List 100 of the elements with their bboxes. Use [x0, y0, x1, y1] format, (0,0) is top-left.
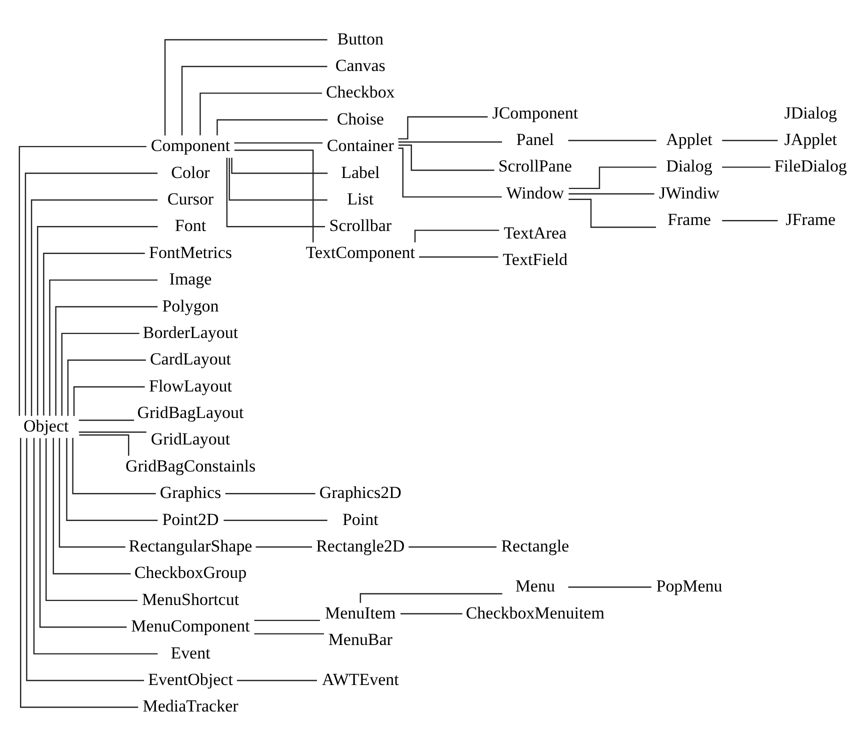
node-text: RectangularShape: [128, 536, 252, 556]
node-text: List: [347, 188, 374, 208]
connector: [66, 438, 158, 520]
node-text: CheckboxMenuitem: [466, 602, 604, 622]
node-text: Window: [506, 182, 564, 202]
connector: [236, 679, 317, 681]
node-text: Checkbox: [326, 82, 395, 102]
node-text: Graphics2D: [319, 482, 402, 502]
node-text: GridBagLayout: [137, 402, 244, 422]
node-text: Canvas: [335, 55, 386, 74]
connector: [398, 144, 494, 170]
connector: [24, 172, 158, 416]
connector: [61, 332, 140, 416]
connector: [722, 139, 778, 141]
node-text: Color: [171, 162, 210, 182]
node-text: GridLayout: [150, 429, 230, 448]
connector: [200, 92, 322, 135]
node-text: Dialog: [666, 156, 712, 176]
node-text: MenuShortcut: [142, 589, 240, 608]
connector: [164, 38, 328, 136]
node-text: CardLayout: [150, 349, 232, 368]
connector: [234, 142, 323, 144]
node-text: Rectangle2D: [316, 536, 405, 556]
node-text: Frame: [668, 210, 711, 229]
node-text: JApplet: [784, 129, 838, 148]
node-text: Graphics: [160, 482, 222, 502]
connector: [568, 139, 656, 141]
node-text: Container: [326, 136, 394, 155]
connector: [45, 438, 138, 601]
node-text: Button: [337, 28, 384, 48]
node-text: Image: [169, 269, 212, 288]
node-text: Rectangle: [501, 536, 570, 556]
connector: [79, 434, 130, 456]
connector: [256, 546, 312, 548]
node-text: JComponent: [492, 102, 578, 122]
connector: [224, 519, 328, 520]
connector: [568, 198, 656, 228]
node-text: EventObject: [148, 670, 233, 689]
connector: [20, 437, 138, 708]
node-text: JFrame: [786, 210, 836, 229]
node-text: FontMetrics: [149, 242, 232, 262]
connector: [408, 546, 496, 548]
node-text: TextArea: [504, 222, 567, 242]
node-text: TextField: [502, 250, 568, 269]
node-text: PopMenu: [656, 576, 722, 596]
node-text: Applet: [666, 129, 712, 148]
node-text: Font: [174, 216, 206, 235]
connector: [234, 149, 314, 242]
connector: [37, 226, 158, 416]
connector: [49, 278, 158, 416]
connector: [30, 198, 158, 416]
label: JDialog: [784, 102, 838, 122]
connector: [43, 252, 145, 416]
connector: [55, 306, 158, 416]
node-text: CheckboxGroup: [134, 562, 247, 582]
connector: [52, 437, 131, 574]
node-text: Cursor: [167, 188, 214, 208]
connector: [72, 437, 156, 494]
node-text: Point2D: [162, 509, 219, 528]
node-text: Polygon: [162, 296, 219, 315]
node-text: Object: [23, 416, 69, 435]
node-text: AWTEvent: [322, 670, 399, 689]
node-text: Label: [341, 162, 380, 182]
connector: [18, 145, 146, 416]
connector: [58, 438, 126, 548]
node-text: Scrollbar: [329, 216, 392, 235]
node-text: FlowLayout: [149, 376, 232, 395]
connector: [419, 256, 498, 258]
node-text: ScrollPane: [498, 156, 572, 176]
node-text: MenuItem: [325, 602, 396, 622]
connector: [722, 219, 778, 221]
connector: [231, 157, 328, 174]
connector: [568, 192, 654, 194]
connector: [414, 229, 500, 242]
connector: [67, 359, 146, 416]
node-text: GridBagConstainls: [125, 456, 256, 475]
connector: [78, 431, 146, 432]
connector: [398, 140, 502, 142]
node-text: MediaTracker: [142, 696, 238, 716]
node-text: Event: [170, 642, 210, 662]
node-text: BorderLayout: [142, 322, 238, 342]
connector: [568, 166, 656, 189]
node-text: Point: [342, 509, 378, 528]
node-text: MenuComponent: [131, 616, 250, 636]
connector: [254, 619, 320, 621]
connector: [398, 147, 502, 198]
node-text: FileDialog: [774, 156, 847, 176]
connector: [181, 65, 328, 135]
node-text: Menu: [515, 576, 555, 596]
connector: [398, 116, 488, 139]
connector: [73, 386, 145, 416]
node-text: MenuBar: [328, 629, 392, 648]
connector: [228, 157, 328, 200]
connector: [78, 419, 134, 420]
connector: [400, 612, 462, 614]
connector: [225, 492, 316, 494]
connector: [39, 438, 127, 628]
node-text: Panel: [516, 129, 554, 148]
node-text: Component: [150, 136, 230, 155]
connector: [26, 438, 144, 681]
